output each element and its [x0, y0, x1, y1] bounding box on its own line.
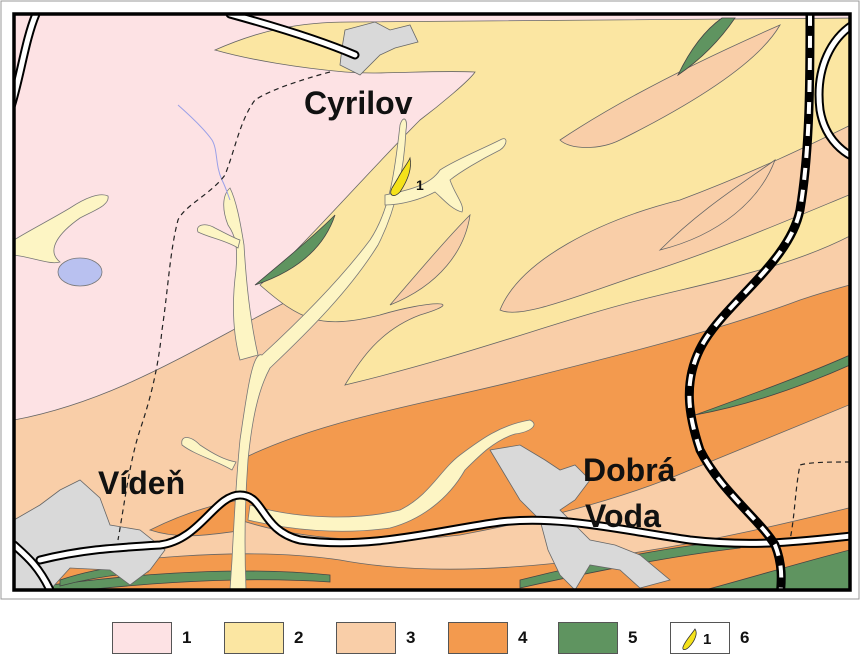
- map-border: [12, 12, 852, 592]
- legend-site-label: 1: [703, 631, 711, 648]
- legend-swatch-2: [224, 622, 284, 654]
- lake: [57, 257, 103, 287]
- village-viden: [14, 479, 166, 590]
- outer-border: [0, 0, 860, 600]
- unit-5-lens-1: [254, 214, 336, 286]
- footpaths: [117, 71, 850, 541]
- stream: [177, 104, 231, 201]
- legend-number-1: 1: [182, 628, 192, 647]
- village-dobra-voda: [489, 444, 671, 590]
- site-1-marker: [390, 156, 411, 196]
- place-label-viden: Vídeň: [98, 465, 185, 501]
- legend-swatch-5: [558, 622, 618, 654]
- legend-number-2: 2: [294, 628, 304, 647]
- legend-number-5: 5: [628, 628, 638, 647]
- roads: [14, 14, 850, 590]
- legend-swatch-3: [336, 622, 396, 654]
- unit-3-lens-small: [658, 158, 776, 251]
- legend: 1 2 3 4 5 1 6: [0, 612, 861, 662]
- legend-number-3: 3: [406, 628, 416, 647]
- legend-number-6: 6: [740, 628, 750, 647]
- unit-5-lens-2: [676, 17, 736, 77]
- railway: [684, 14, 815, 590]
- map-body: Cyrilov Vídeň Dobrá Voda 1: [14, 14, 850, 590]
- place-label-voda: Voda: [585, 498, 661, 534]
- legend-swatch-4: [448, 622, 508, 654]
- geological-map: Cyrilov Vídeň Dobrá Voda 1: [0, 0, 860, 600]
- place-label-cyrilov: Cyrilov: [304, 85, 413, 121]
- site-symbol-icon: 1: [682, 628, 711, 651]
- legend-number-4: 4: [518, 628, 528, 647]
- unit-2-area: [213, 17, 850, 386]
- unit-3-lens-narrow: [389, 213, 471, 306]
- alluvial-valleys: [14, 118, 535, 590]
- legend-swatch-1: [112, 622, 172, 654]
- unit-3-lens-top: [559, 24, 781, 148]
- place-label-dobra: Dobrá: [583, 452, 676, 488]
- village-cyrilov: [339, 21, 419, 76]
- legend-swatch-6: 1: [670, 622, 730, 654]
- site-label-1: 1: [416, 177, 424, 193]
- unit-5-band-east: [694, 354, 850, 416]
